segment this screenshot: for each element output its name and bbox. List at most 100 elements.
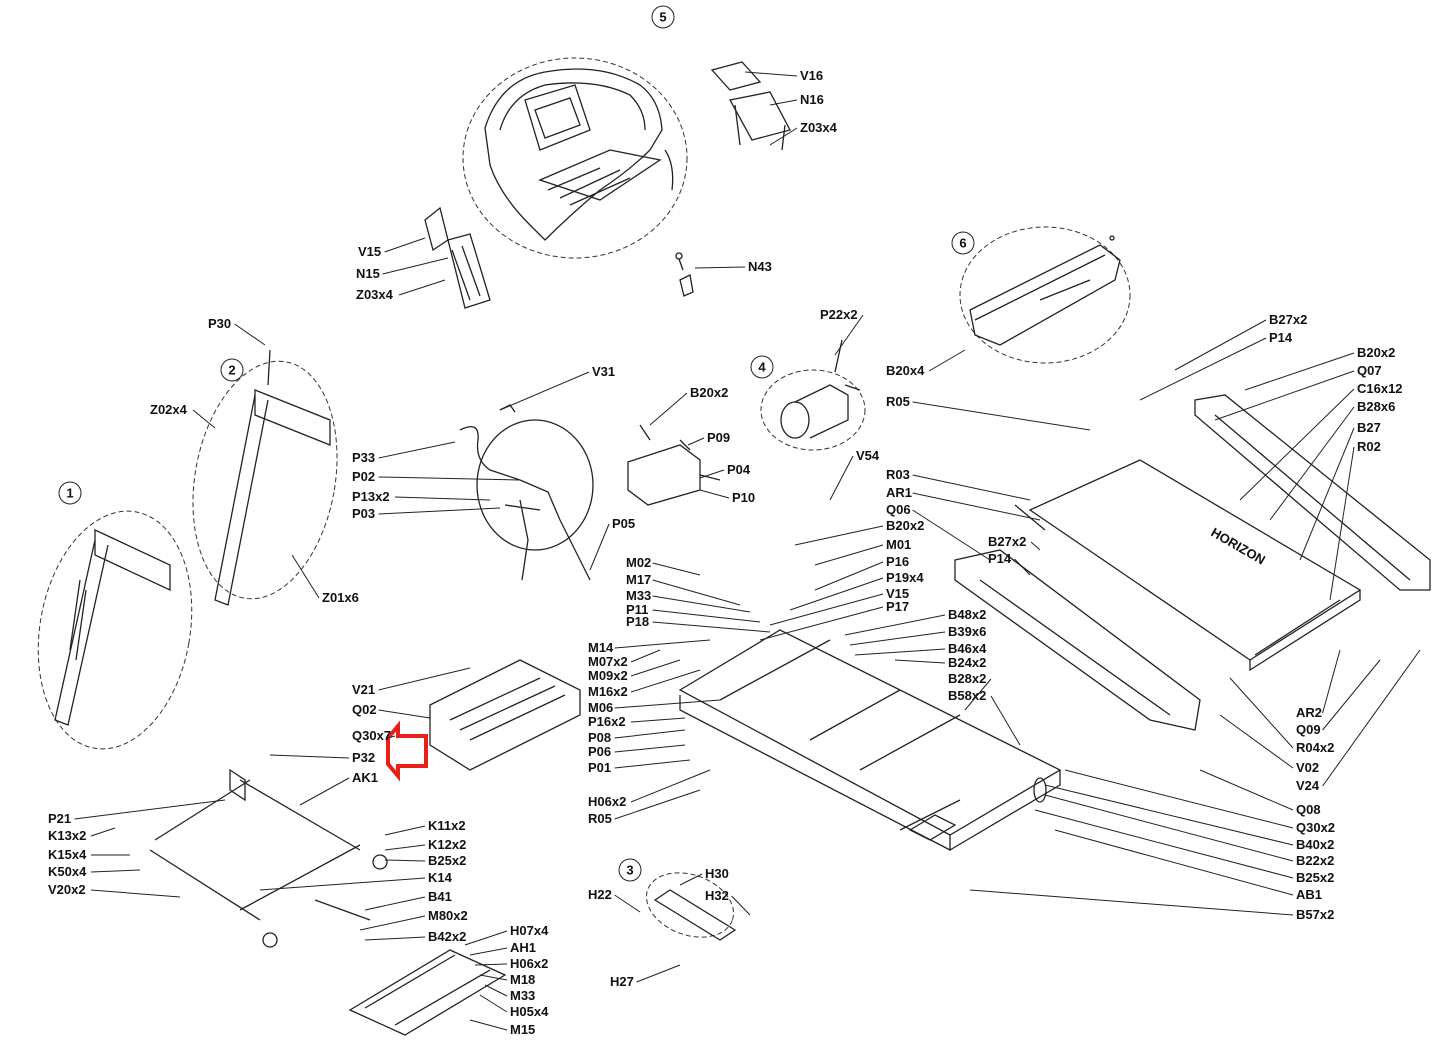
part-label: B48x2 [948,607,986,622]
leader-line [829,455,854,501]
part-label: V24 [1296,778,1320,793]
part-label: Q06 [886,502,911,517]
part-label: AB1 [1296,887,1322,902]
part-label: B40x2 [1296,837,1334,852]
part-label: Q30x7 [352,728,391,743]
leader-line [1219,714,1294,769]
motor-assembly [760,339,866,451]
leader-line [912,509,991,561]
leader-line [636,964,681,983]
leader-line [192,409,216,429]
leader-line [359,915,426,931]
part-label: P11 [626,602,648,617]
part-label: B28x6 [1357,399,1395,414]
assembly-number: 6 [959,236,966,251]
leader-line [928,349,966,372]
base-frame [149,768,388,948]
leader-lines [74,71,1421,1031]
leader-line [769,593,884,626]
part-label: AR2 [1296,705,1322,720]
leader-line [269,754,350,759]
part-label: P17 [886,599,909,614]
part-label: V02 [1296,760,1319,775]
part-label: K14 [428,870,453,885]
upright-left-2 [192,349,338,606]
leader-line [1044,794,1294,862]
part-label: B25x2 [428,853,466,868]
part-label: B20x2 [1357,345,1395,360]
leader-line [479,974,508,981]
part-label: B20x4 [886,363,925,378]
part-label: P03 [352,506,375,521]
leader-line [378,441,456,459]
callout-arrow [386,720,428,782]
leader-line [614,639,711,649]
leader-line [969,889,1294,916]
part-label: B24x2 [948,655,986,670]
leader-line [630,659,681,677]
leader-line [474,963,508,966]
part-label: P05 [612,516,635,531]
assembly-number: 3 [626,863,633,878]
leader-line [630,769,711,803]
leader-line [1299,427,1355,561]
leader-line [384,859,426,862]
assembly-circle [750,355,774,379]
key-panel-right [710,61,791,151]
leader-line [990,695,1021,746]
leader-line [614,789,701,820]
leader-line [789,577,884,611]
leader-line [652,562,701,576]
assembly-circle [651,5,675,29]
leader-line [1329,446,1355,601]
leader-line [1139,337,1267,401]
leader-line [849,631,946,646]
leader-line [384,844,426,851]
part-label: AH1 [510,940,536,955]
part-label: P21 [48,811,71,826]
leader-line [484,984,508,997]
part-label: P09 [707,430,730,445]
leader-line [364,896,426,911]
console-cable [675,252,694,297]
part-label: M33 [626,588,651,603]
part-label: M07x2 [588,654,628,669]
part-label: B27 [1357,420,1381,435]
part-label: H27 [610,974,634,989]
leader-line [384,237,426,253]
part-label: P33 [352,450,375,465]
leader-line [744,71,798,77]
part-label: B28x2 [948,671,986,686]
part-label: P18 [626,614,649,629]
leader-line [382,257,449,275]
leader-line [90,827,116,837]
base-bracket [348,949,507,1036]
leader-line [834,314,864,356]
leader-line [1214,370,1355,421]
part-label: M18 [510,972,535,987]
leader-line [469,1019,508,1031]
part-label: M17 [626,572,651,587]
part-label: Q30x2 [1296,820,1335,835]
part-label: P32 [352,750,375,765]
part-label: N16 [800,92,824,107]
leader-line [630,717,686,723]
part-label: R04x2 [1296,740,1334,755]
motor-cover-base [429,659,581,771]
assembly-circle [220,358,244,382]
part-label: B41 [428,889,452,904]
leader-line [649,392,688,426]
part-label: R03 [886,467,910,482]
part-label: V21 [352,682,375,697]
leader-line [479,994,508,1013]
assembly-circle [58,481,82,505]
part-label: M80x2 [428,908,468,923]
leader-line [1064,769,1294,829]
wiring-harness [459,404,594,581]
leader-line [234,323,266,346]
leader-line [90,869,141,873]
part-label: R05 [588,811,612,826]
part-label: B27x2 [1269,312,1307,327]
